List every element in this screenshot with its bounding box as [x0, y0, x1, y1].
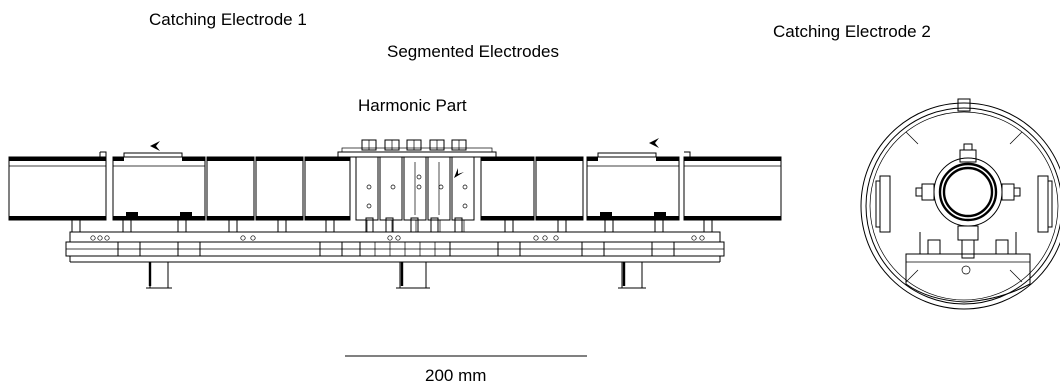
electrode-left-end	[8, 151, 107, 221]
catching-electrode-1	[112, 141, 206, 221]
electrode-segment-right-b	[535, 156, 584, 221]
electrode-segment-left-c	[304, 156, 351, 221]
catching-electrode-2-side	[586, 138, 680, 221]
base-rail	[65, 231, 725, 263]
label-catching-electrode-2: Catching Electrode 2	[773, 22, 931, 41]
support-feet	[146, 262, 646, 289]
end-view-catching-electrode-2	[860, 98, 1060, 310]
electrode-segment-right-a	[480, 156, 535, 221]
label-segmented-electrodes: Segmented Electrodes	[387, 42, 559, 61]
electrode-segment-left-b	[255, 156, 304, 221]
harmonic-part	[337, 139, 497, 232]
side-view	[8, 138, 782, 289]
electrode-right-end	[683, 151, 782, 221]
label-catching-electrode-1: Catching Electrode 1	[149, 10, 307, 29]
scale-bar-label: 200 mm	[425, 366, 487, 385]
electrode-segment-left-a	[206, 156, 255, 221]
label-harmonic-part: Harmonic Part	[358, 96, 467, 115]
